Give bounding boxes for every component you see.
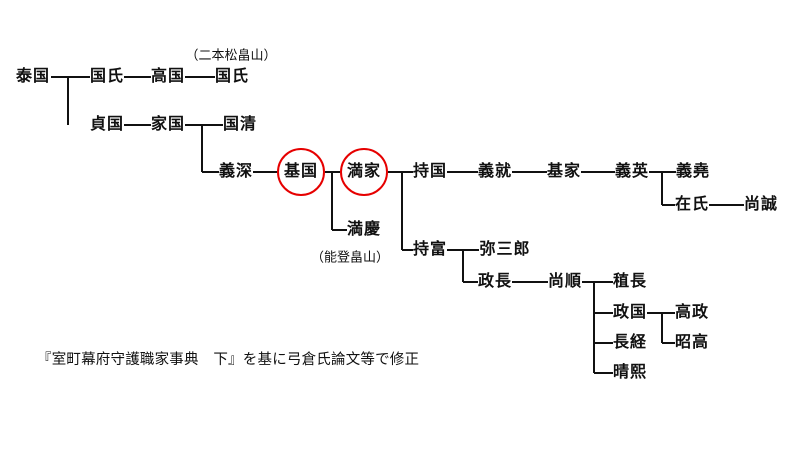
tree-line-horizontal (202, 171, 219, 173)
tree-line-vertical (331, 172, 333, 230)
tree-line-horizontal (581, 171, 615, 173)
tree-line-horizontal (594, 342, 613, 344)
tree-line-vertical (661, 172, 663, 205)
highlight-circle-mitsuie (340, 148, 388, 196)
person-takamasa: 高政 (674, 304, 710, 321)
tree-line-vertical (593, 282, 595, 373)
tree-line-vertical (201, 125, 203, 172)
tree-line-horizontal (124, 76, 151, 78)
person-motokuni: 基国 (283, 163, 319, 180)
person-sadakuni: 貞国 (89, 116, 125, 133)
branch-note-noto-hatakeyama: （能登畠山） (310, 249, 390, 265)
person-yoshifuka: 義深 (218, 163, 254, 180)
person-hisanobu: 尚誠 (743, 196, 779, 213)
person-yoshinari: 義就 (477, 163, 513, 180)
tree-line-horizontal (594, 372, 613, 374)
tree-line-horizontal (582, 281, 613, 283)
tree-line-horizontal (402, 249, 413, 251)
tree-line-horizontal (662, 342, 675, 344)
person-masanaga: 政長 (477, 273, 513, 290)
person-kunikiyo: 国清 (222, 116, 258, 133)
branch-note-nihonmatsu-hatakeyama: （二本松畠山） (185, 47, 277, 63)
tree-line-horizontal (463, 281, 478, 283)
tree-line-horizontal (124, 124, 151, 126)
tree-line-horizontal (709, 204, 744, 206)
tree-line-horizontal (594, 312, 613, 314)
person-haruhiro: 晴熙 (612, 364, 648, 381)
person-mochitomi: 持富 (412, 241, 448, 258)
person-hisanori: 尚順 (547, 273, 583, 290)
tree-line-vertical (401, 172, 403, 250)
person-yasaburo: 弥三郎 (479, 241, 531, 258)
tree-line-horizontal (185, 76, 215, 78)
tree-line-vertical (67, 77, 69, 125)
highlight-circle-motokuni (277, 148, 325, 196)
tree-line-horizontal (388, 171, 413, 173)
person-yasukuni: 泰国 (15, 68, 51, 85)
person-tanenaga: 稙長 (612, 273, 648, 290)
tree-line-horizontal (447, 171, 478, 173)
person-mitsunori: 満慶 (346, 221, 382, 238)
person-yoshitaka: 義堯 (675, 163, 711, 180)
person-mitsuie: 満家 (346, 163, 382, 180)
source-caption: 『室町幕府守護職家事典 下』を基に弓倉氏論文等で修正 (37, 352, 420, 368)
person-yoshihide: 義英 (614, 163, 650, 180)
tree-line-horizontal (51, 76, 90, 78)
person-kuniuji-2: 国氏 (214, 68, 250, 85)
tree-line-horizontal (662, 204, 675, 206)
person-mochikuni: 持国 (412, 163, 448, 180)
person-kuniuji-1: 国氏 (89, 68, 125, 85)
person-iekuni: 家国 (150, 116, 186, 133)
tree-line-vertical (462, 250, 464, 282)
tree-line-horizontal (332, 229, 347, 231)
tree-line-horizontal (185, 124, 223, 126)
person-ariuji: 在氏 (674, 196, 710, 213)
person-takakuni: 高国 (150, 68, 186, 85)
person-masakuni: 政国 (612, 304, 648, 321)
tree-line-horizontal (253, 171, 277, 173)
person-motoie: 基家 (546, 163, 582, 180)
tree-line-vertical (661, 313, 663, 343)
person-nagatsune: 長経 (612, 334, 648, 351)
tree-line-horizontal (512, 281, 548, 283)
tree-line-horizontal (512, 171, 547, 173)
person-akitaka: 昭高 (674, 334, 710, 351)
